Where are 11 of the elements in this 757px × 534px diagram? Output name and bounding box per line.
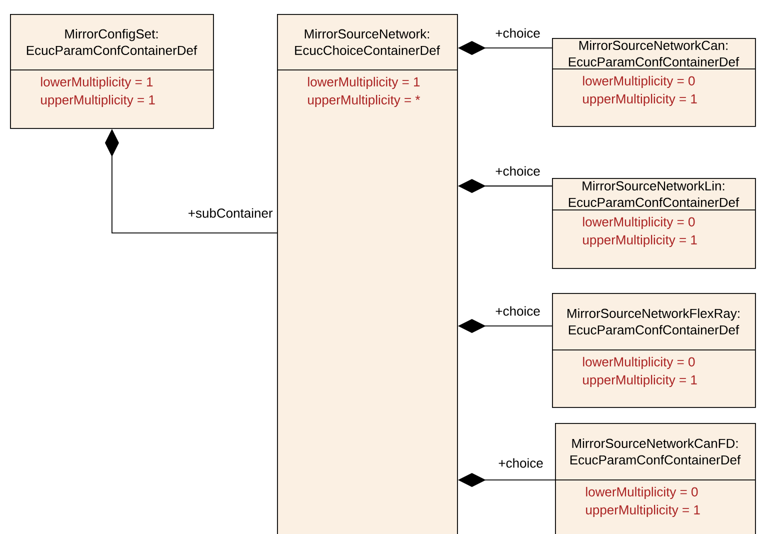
edge-label: +subContainer bbox=[186, 207, 274, 219]
edge-label: +choice bbox=[494, 165, 542, 177]
edge-label: +choice bbox=[497, 457, 544, 469]
class-box: MirrorSourceNetworkCanFD: EcucParamConfContainerDef lowerMultiplicity = 0 upperMultiplicity = 1 bbox=[554, 422, 756, 534]
edge-label: +choice bbox=[494, 27, 542, 39]
class-box: MirrorSourceNetworkLin: EcucParamConfContainerDef lowerMultiplicity = 0 upperMultiplicity = 1 bbox=[552, 178, 756, 269]
class-box: MirrorSourceNetworkCan: EcucParamConfContainerDef lowerMultiplicity = 0 upperMultiplicity = 1 bbox=[552, 38, 756, 127]
class-box: MirrorSourceNetworkFlexRay: EcucParamConfContainerDef lowerMultiplicity = 0 upperMultiplicity = 1 bbox=[552, 292, 756, 408]
class-box: MirrorConfigSet: EcucParamConfContainerDef lowerMultiplicity = 1 upperMultiplicity = 1 bbox=[10, 14, 214, 129]
edge-label: +choice bbox=[494, 305, 542, 317]
class-box: MirrorSourceNetwork: EcucChoiceContainerDef lowerMultiplicity = 1 upperMultiplicity = * bbox=[276, 14, 458, 534]
